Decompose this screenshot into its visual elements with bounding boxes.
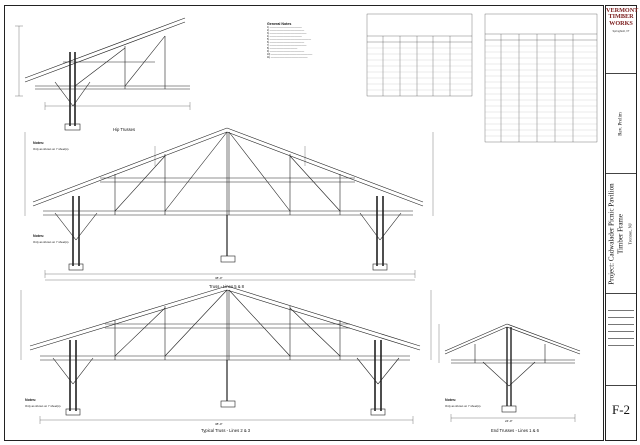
notes-title-main: Notes: (33, 234, 45, 238)
project-name: Cadwalader Picnic Pavilion (607, 182, 616, 261)
notes-title-hip: Notes: (33, 141, 45, 145)
view-title-end: End Trusses - Lines 1 & 6 (491, 428, 539, 433)
main-truss-drawing (32, 127, 424, 271)
project-type: Timber Frame (616, 213, 625, 254)
notes-title-end: Notes: (445, 398, 457, 402)
typical-truss-drawing (29, 285, 421, 416)
cut-list-table-1 (366, 13, 473, 97)
notes-body-typical: Only as shown on 7 sheet(s). (25, 404, 62, 408)
revision-label: Rev. Prelim (618, 111, 624, 136)
company-address: Springfield, VT (612, 30, 630, 34)
project-cell: Project: Cadwalader Picnic Pavilion Timb… (606, 174, 636, 294)
company-logo-cell: VERMONT TIMBER WORKS Springfield, VT (606, 6, 639, 74)
view-title-hip: Hip Trusses (113, 127, 136, 132)
project-label: Project: (607, 262, 616, 285)
notes-body-hip: Only as shown on 7 sheet(s). (33, 147, 70, 151)
revision-cell: Rev. Prelim (606, 74, 636, 174)
sheet-number: F-2 (611, 402, 631, 417)
notes-title-typical: Notes: (25, 398, 37, 402)
project-location: Trenton, NJ (627, 222, 633, 245)
main-span-dim: 38'-0" (215, 276, 223, 280)
truss-drawings (15, 13, 598, 424)
cut-list-table-2 (484, 13, 598, 143)
notes-body-main: Only as shown on 7 sheet(s). (33, 240, 70, 244)
view-title-main: Truss - Lines 5 & 8 (209, 284, 244, 289)
title-block: VERMONT TIMBER WORKS Springfield, VT Rev… (605, 5, 639, 441)
view-title-typical: Typical Truss - Lines 2 & 3 (201, 428, 251, 433)
project-info: Project: Cadwalader Picnic Pavilion Timb… (608, 183, 635, 284)
hip-truss-drawing (24, 17, 191, 131)
sheet-info-cell (606, 294, 636, 386)
end-truss-drawing (444, 323, 581, 413)
sheet-number-cell: F-2 (606, 386, 636, 440)
company-logo: VERMONT TIMBER WORKS (606, 7, 639, 27)
general-notes-title: General Notes (267, 22, 292, 26)
end-span-dim: 24'-0" (505, 419, 513, 423)
notes-body-end: Only as shown on 7 sheet(s). (445, 404, 482, 408)
general-notes: General Notes 1) —————————————— 2) —————… (267, 22, 359, 60)
drawing-sheet: Hip Trusses Truss - Lines 5 & 8 Typical … (4, 5, 604, 441)
typical-span-dim: 38'-0" (215, 422, 223, 426)
